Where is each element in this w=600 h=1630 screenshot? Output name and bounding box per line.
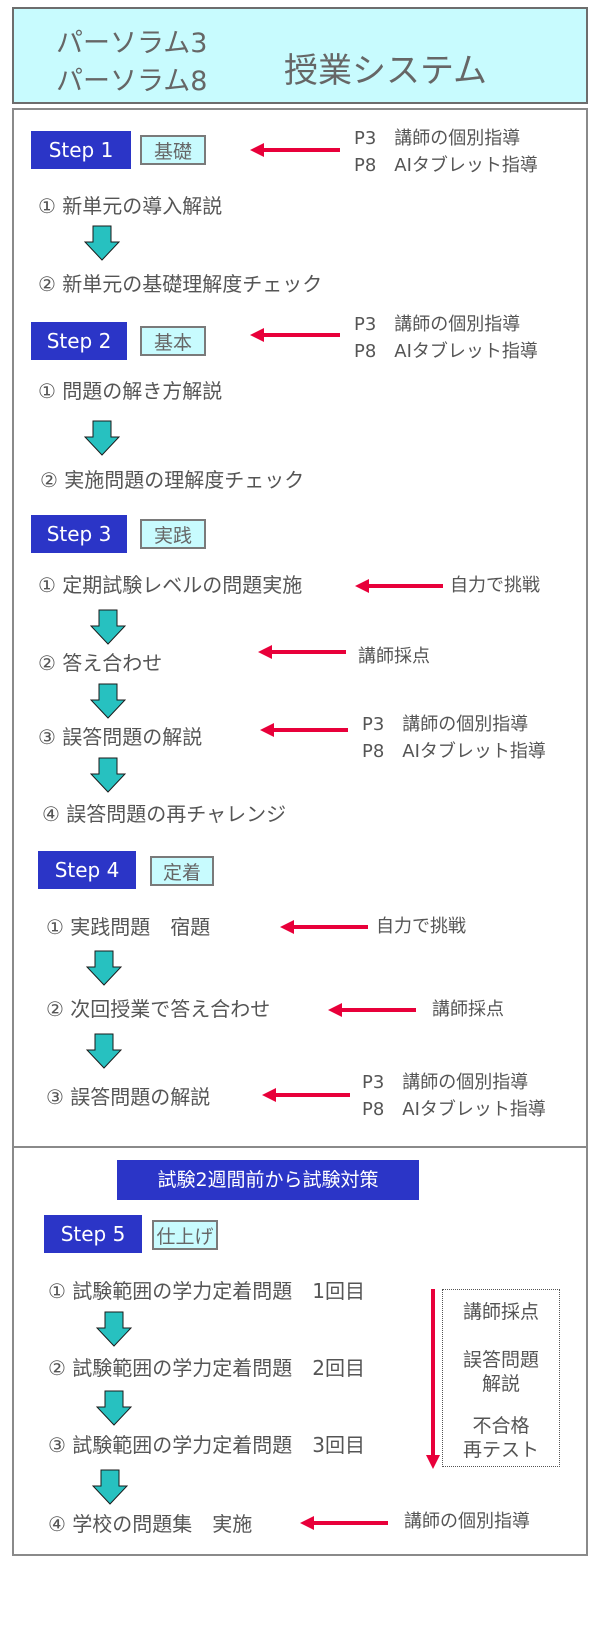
note-line: P3 講師の個別指導	[354, 128, 521, 149]
left-arrow-icon	[258, 645, 346, 659]
step-5-item-3: ③ 試験範囲の学力定着問題 3回目	[48, 1433, 366, 1457]
step-1-note: P3 講師の個別指導 P8 AIタブレット指導	[354, 125, 538, 179]
left-arrow-icon	[328, 1003, 416, 1017]
step-3-tag: 実践	[140, 519, 206, 549]
brand-line-1: パーソラム3	[56, 28, 208, 59]
left-arrow-icon	[262, 1088, 350, 1102]
step-1-item-2: ② 新単元の基礎理解度チェック	[38, 272, 323, 296]
step-2-label: Step 2	[31, 322, 127, 360]
step-2-tag: 基本	[140, 326, 206, 356]
step-3-note-1: 自力で挑戦	[450, 575, 540, 596]
step-1-label: Step 1	[31, 131, 131, 169]
down-red-arrow-icon	[426, 1289, 440, 1469]
step-3-item-4: ④ 誤答問題の再チャレンジ	[42, 802, 287, 826]
step-2-item-2: ② 実施問題の理解度チェック	[40, 468, 305, 492]
note-line: P8 AIタブレット指導	[354, 155, 538, 176]
step-4-item-2: ② 次回授業で答え合わせ	[46, 997, 271, 1021]
left-arrow-icon	[250, 143, 340, 157]
down-arrow-icon	[86, 1033, 122, 1069]
grading-box: 講師採点 誤答問題 解説 不合格 再テスト	[442, 1289, 560, 1467]
step-5-item-1: ① 試験範囲の学力定着問題 1回目	[48, 1279, 366, 1303]
step-5-item-4: ④ 学校の問題集 実施	[48, 1512, 253, 1536]
note-line: P3 講師の個別指導	[362, 714, 529, 735]
grading-box-line: 講師採点	[462, 1301, 539, 1323]
step-4-item-1: ① 実践問題 宿題	[46, 915, 211, 939]
note-line: P8 AIタブレット指導	[362, 741, 546, 762]
step-3-item-3: ③ 誤答問題の解説	[38, 725, 203, 749]
note-line: P8 AIタブレット指導	[354, 341, 538, 362]
step-4-note-1: 自力で挑戦	[376, 916, 466, 937]
header-panel: パーソラム3 パーソラム8 授業システム	[12, 7, 588, 104]
page-title: 授業システム	[284, 51, 487, 91]
step-1-item-1: ① 新単元の導入解説	[38, 194, 223, 218]
down-arrow-icon	[96, 1311, 132, 1347]
left-arrow-icon	[355, 579, 443, 593]
step-3-note-3: P3 講師の個別指導 P8 AIタブレット指導	[362, 711, 546, 765]
down-arrow-icon	[90, 683, 126, 719]
grading-box-line: 再テスト	[462, 1439, 539, 1461]
step-4-note-3: P3 講師の個別指導 P8 AIタブレット指導	[362, 1069, 546, 1123]
step-3-note-2: 講師採点	[358, 646, 430, 667]
left-arrow-icon	[280, 920, 368, 934]
note-line: P8 AIタブレット指導	[362, 1099, 546, 1120]
grading-box-line: 解説	[481, 1373, 520, 1395]
down-arrow-icon	[84, 420, 120, 456]
step-5-tag: 仕上げ	[152, 1220, 218, 1250]
step-5-note: 講師の個別指導	[404, 1511, 530, 1532]
step-3-item-1: ① 定期試験レベルの問題実施	[38, 573, 303, 597]
down-arrow-icon	[86, 950, 122, 986]
step-3-item-2: ② 答え合わせ	[38, 651, 163, 675]
step-4-label: Step 4	[38, 851, 136, 889]
step-2-item-1: ① 問題の解き方解説	[38, 379, 223, 403]
exam-prep-banner: 試験2週間前から試験対策	[117, 1160, 419, 1200]
down-arrow-icon	[84, 225, 120, 261]
left-arrow-icon	[250, 328, 340, 342]
grading-box-line: 不合格	[472, 1415, 530, 1437]
note-line: P3 講師の個別指導	[362, 1072, 529, 1093]
left-arrow-icon	[260, 723, 348, 737]
note-line: P3 講師の個別指導	[354, 314, 521, 335]
step-5-label: Step 5	[44, 1215, 142, 1253]
grading-box-line: 誤答問題	[462, 1349, 539, 1371]
down-arrow-icon	[96, 1390, 132, 1426]
down-arrow-icon	[90, 757, 126, 793]
step-4-item-3: ③ 誤答問題の解説	[46, 1085, 211, 1109]
down-arrow-icon	[92, 1469, 128, 1505]
step-5-item-2: ② 試験範囲の学力定着問題 2回目	[48, 1356, 366, 1380]
step-1-tag: 基礎	[140, 135, 206, 165]
step-3-label: Step 3	[31, 515, 127, 553]
step-4-tag: 定着	[150, 856, 214, 886]
brand-line-2: パーソラム8	[56, 66, 208, 97]
step-2-note: P3 講師の個別指導 P8 AIタブレット指導	[354, 311, 538, 365]
step-4-note-2: 講師採点	[432, 999, 504, 1020]
left-arrow-icon	[300, 1516, 388, 1530]
down-arrow-icon	[90, 609, 126, 645]
